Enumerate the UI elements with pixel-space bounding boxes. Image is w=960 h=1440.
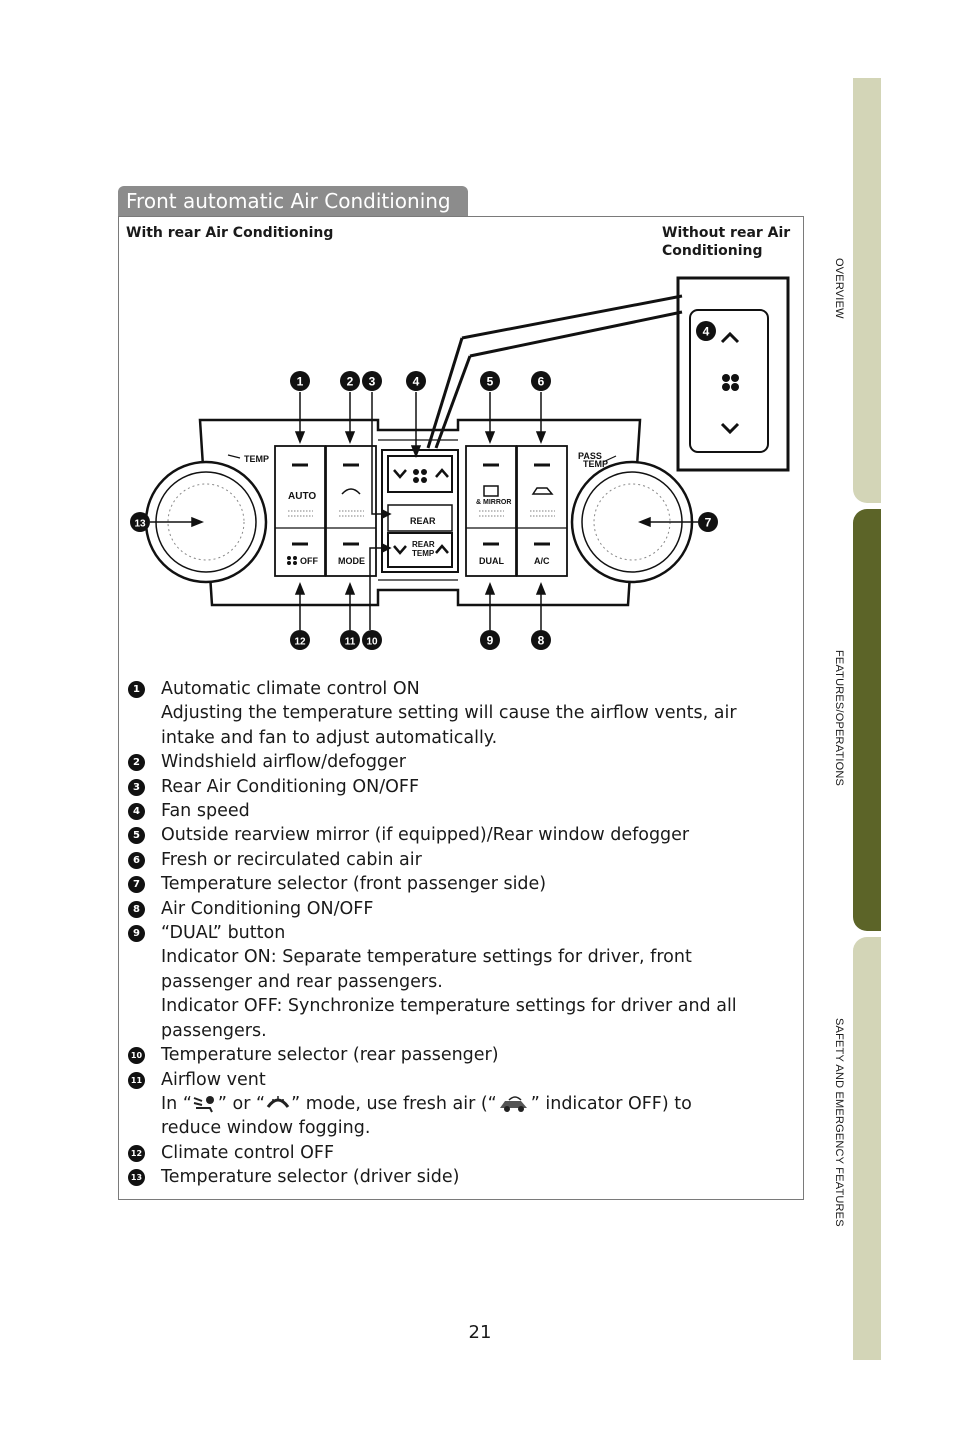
panel-label-rear-temp-2: TEMP [412, 549, 435, 558]
panel-label-mirror: & MIRROR [476, 499, 511, 506]
side-tab-safety[interactable] [853, 937, 881, 1360]
driver-temp-knob [144, 460, 268, 584]
legend-item-11: 11 Airflow vent In “” or “” mode, use fr… [128, 1068, 788, 1141]
side-tab-label-safety: SAFETY AND EMERGENCY FEATURES [833, 1018, 845, 1227]
panel-label-auto: AUTO [288, 491, 316, 502]
recirculation-icon [499, 1096, 527, 1112]
subheading-with-rear: With rear Air Conditioning [126, 225, 334, 241]
callout-4: 4 [413, 375, 420, 389]
callout-1: 1 [297, 375, 304, 389]
side-tab-label-overview: OVERVIEW [833, 258, 845, 319]
callout-3: 3 [369, 375, 376, 389]
callout-2: 2 [347, 375, 354, 389]
panel-label-pass-temp: TEMP [583, 459, 608, 469]
section-heading: Front automatic Air Conditioning [118, 186, 468, 216]
callout-10: 10 [366, 637, 378, 648]
panel-label-rear-temp-1: REAR [412, 540, 435, 549]
callout-11: 11 [345, 637, 356, 648]
callout-4-inset: 4 [703, 325, 710, 339]
panel-label-off: OFF [300, 556, 318, 566]
callout-9: 9 [487, 634, 494, 648]
side-tab-features[interactable] [853, 509, 881, 931]
callout-7: 7 [705, 516, 712, 530]
callout-5: 5 [487, 375, 494, 389]
airflow-note: In “” or “” mode, use fresh air (“” indi… [161, 1093, 692, 1114]
panel-label-temp: TEMP [244, 454, 269, 464]
panel-label-rear: REAR [410, 516, 436, 526]
content-frame [118, 216, 804, 1200]
defog-airflow-icon [266, 1095, 290, 1108]
callout-6: 6 [538, 375, 545, 389]
callout-13: 13 [134, 519, 146, 530]
callout-12: 12 [294, 637, 306, 648]
face-airflow-icon [193, 1095, 214, 1113]
side-tab-overview[interactable] [853, 78, 881, 503]
panel-label-pass: PASS [578, 451, 602, 461]
page-number: 21 [468, 1322, 492, 1343]
side-tab-label-features: FEATURES/OPERATIONS [833, 650, 845, 787]
callout-8: 8 [538, 634, 545, 648]
climate-control-diagram: TEMP PASS TEMP AUTO OFF MODE REAR REAR T… [130, 276, 790, 650]
panel-label-dual: DUAL [479, 556, 504, 566]
panel-label-mode: MODE [338, 556, 365, 566]
panel-label-ac: A/C [534, 556, 550, 566]
subheading-without-rear: Without rear Air Conditioning [662, 225, 791, 259]
